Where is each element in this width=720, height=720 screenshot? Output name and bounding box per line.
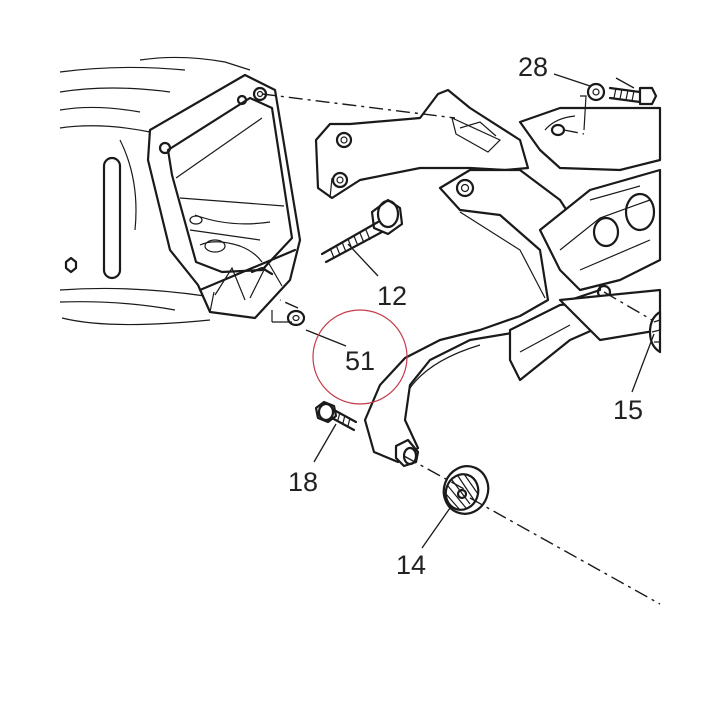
part-51-washer [286, 309, 306, 327]
assembly-centerlines [261, 93, 661, 605]
part-18-bolt [314, 400, 358, 432]
part-15-footpeg-rubber [648, 310, 662, 354]
callout-51: 51 [345, 346, 375, 376]
frame-housing [59, 56, 302, 326]
part-28-bolt-washer [586, 82, 658, 106]
part-14-footpeg-rubber [442, 465, 490, 515]
callout-15: 15 [613, 395, 643, 425]
part-12-bolt [320, 198, 404, 264]
upper-bracket-plate [314, 88, 530, 200]
callout-18: 18 [288, 467, 318, 497]
callout-28: 28 [518, 52, 548, 82]
callout-14: 14 [396, 550, 426, 580]
leader-lines [305, 73, 655, 549]
part-51-highlight-circle [312, 309, 408, 405]
callout-12: 12 [377, 281, 407, 311]
